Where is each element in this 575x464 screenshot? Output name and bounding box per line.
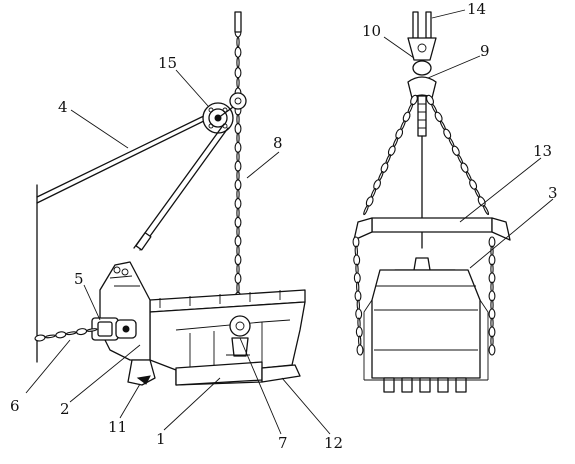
label-5: 5: [74, 270, 84, 288]
label-6: 6: [10, 397, 20, 415]
drag-chain: [34, 328, 98, 342]
back-wire-rope: [133, 123, 229, 251]
label-1: 1: [156, 430, 166, 448]
label-14: 14: [467, 0, 486, 18]
side-chains: [352, 236, 496, 356]
chain-shackle: [229, 11, 247, 110]
sheave-pulley: [202, 101, 241, 134]
label-11: 11: [108, 418, 127, 436]
label-8: 8: [273, 134, 283, 152]
label-3: 3: [548, 184, 558, 202]
top-hook: [407, 11, 437, 61]
bucket-body-side: [99, 261, 306, 386]
label-13: 13: [533, 142, 552, 160]
sling-chains: [363, 94, 490, 216]
label-12: 12: [324, 434, 343, 452]
part-labels: 4 15 8 5 6 2 11 1 7 12 10 9 13 3 14: [10, 0, 558, 452]
spreader-beam: [353, 217, 511, 241]
bucket-body-front: [363, 257, 489, 393]
label-2: 2: [60, 400, 70, 418]
label-15: 15: [158, 54, 177, 72]
label-9: 9: [480, 42, 490, 60]
front-shackle: [91, 317, 137, 341]
label-4: 4: [58, 98, 68, 116]
label-7: 7: [278, 434, 288, 452]
hoist-cable: [36, 111, 213, 204]
vertical-chain: [234, 26, 242, 322]
label-10: 10: [362, 22, 381, 40]
leader-lines: [25, 9, 554, 435]
